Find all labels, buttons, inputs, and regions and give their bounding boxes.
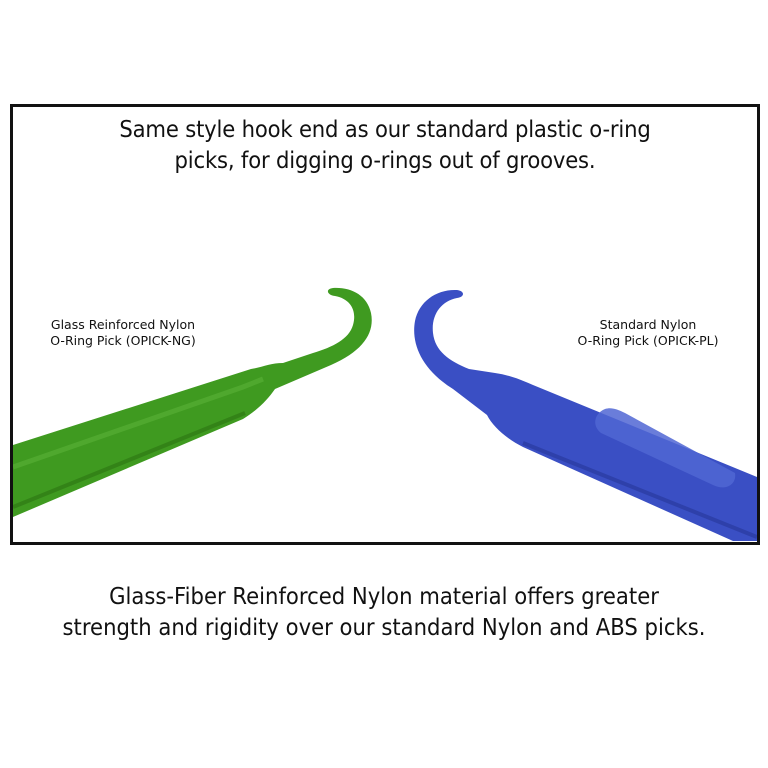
comparison-frame: Same style hook end as our standard plas… <box>10 104 760 545</box>
top-caption: Same style hook end as our standard plas… <box>43 115 727 177</box>
green-pick-image <box>13 287 372 517</box>
top-caption-line-2: picks, for digging o-rings out of groove… <box>174 148 596 174</box>
blue-pick-label-line-2: O-Ring Pick (OPICK-PL) <box>577 333 719 348</box>
green-pick-label-line-1: Glass Reinforced Nylon <box>50 317 196 332</box>
blue-pick-label-line-1: Standard Nylon <box>599 317 697 332</box>
top-caption-line-1: Same style hook end as our standard plas… <box>119 117 651 143</box>
bottom-caption-line-2: strength and rigidity over our standard … <box>62 615 706 641</box>
picks-illustration <box>13 287 757 541</box>
green-pick-label: Glass Reinforced Nylon O-Ring Pick (OPIC… <box>33 317 213 349</box>
green-pick-label-line-2: O-Ring Pick (OPICK-NG) <box>50 333 196 348</box>
blue-pick-label: Standard Nylon O-Ring Pick (OPICK-PL) <box>573 317 723 349</box>
bottom-caption: Glass-Fiber Reinforced Nylon material of… <box>31 582 738 644</box>
blue-pick-image <box>414 289 757 541</box>
bottom-caption-line-1: Glass-Fiber Reinforced Nylon material of… <box>109 584 659 610</box>
